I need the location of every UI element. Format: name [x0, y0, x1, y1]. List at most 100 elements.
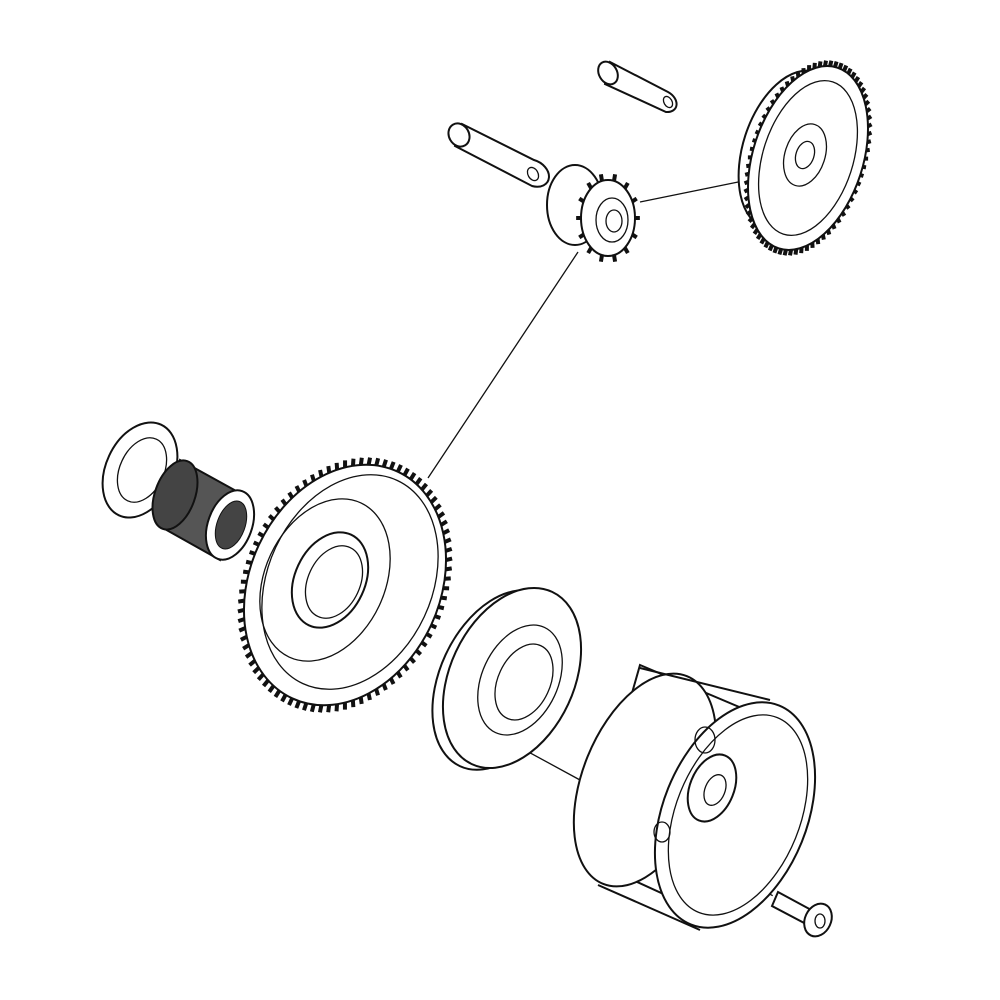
gear-tooth — [578, 232, 585, 240]
gear-tooth — [757, 121, 763, 127]
gear-tooth — [823, 60, 828, 67]
gear-tooth — [302, 702, 309, 711]
gear-tooth — [420, 640, 428, 648]
gear-tooth — [239, 634, 248, 642]
gear-tooth — [612, 254, 618, 263]
gear-tooth — [598, 254, 604, 263]
gear-tooth — [318, 469, 324, 477]
gear-tooth — [389, 677, 396, 685]
gear-tooth — [245, 559, 253, 566]
gear-tooth — [631, 196, 638, 204]
gear-tooth — [867, 122, 873, 129]
gear-tooth — [826, 229, 832, 236]
gear-tooth — [759, 237, 766, 245]
gear-tooth — [366, 693, 372, 701]
gear-tooth — [408, 471, 417, 481]
gear-tooth — [849, 196, 855, 203]
gear-tooth — [302, 479, 309, 487]
reduction-gear-icon — [737, 60, 873, 256]
gear-tooth — [409, 656, 416, 664]
gear-tooth — [237, 608, 245, 614]
gear-tooth — [795, 71, 801, 78]
gear-tooth — [774, 92, 780, 98]
gear-tooth — [836, 218, 842, 224]
gear-tooth — [261, 679, 270, 688]
gear-tooth — [366, 457, 373, 466]
gear-tooth — [788, 249, 793, 256]
gear-tooth — [273, 689, 282, 699]
gear-tooth — [631, 232, 638, 240]
gear-tooth — [578, 196, 585, 204]
gear-tooth — [437, 511, 446, 519]
gear-tooth — [864, 99, 871, 106]
flywheel-rotor-icon — [572, 663, 817, 931]
gear-tooth — [586, 181, 593, 190]
gear-tooth — [294, 700, 301, 709]
gear-tooth — [433, 503, 442, 511]
gear-tooth — [749, 146, 754, 152]
gear-tooth — [389, 461, 396, 470]
gear-tooth — [598, 173, 604, 182]
gear-tooth — [820, 234, 826, 241]
gear-tooth — [772, 246, 779, 254]
gear-tooth — [317, 704, 324, 713]
gear-tooth — [326, 465, 332, 474]
gear-tooth — [374, 688, 380, 696]
gear-tooth — [445, 566, 453, 572]
gear-tooth — [310, 474, 316, 482]
gear-tooth — [769, 99, 776, 105]
gear-tooth — [623, 246, 630, 255]
gear-tooth — [267, 514, 275, 521]
gear-tooth — [396, 464, 403, 473]
gear-tooth — [793, 248, 799, 255]
gear-tooth — [846, 67, 853, 75]
gear-tooth — [747, 216, 754, 224]
gear-tooth — [743, 180, 749, 186]
gear-tooth — [612, 173, 618, 182]
gear-tooth — [754, 129, 760, 135]
gear-tooth — [287, 697, 294, 706]
gear-tooth — [853, 189, 859, 195]
gear-tooth — [256, 672, 265, 682]
gear-tooth — [867, 130, 873, 136]
gear-tooth — [765, 106, 771, 112]
gear-tooth — [414, 477, 423, 486]
gear-tooth — [853, 75, 861, 83]
gear-tooth — [445, 556, 453, 562]
gear-tooth — [777, 248, 783, 256]
gear-tooth — [287, 491, 294, 499]
gear-tooth — [859, 86, 867, 94]
idler-gear-icon — [546, 164, 640, 263]
gear-tooth — [837, 62, 844, 70]
one-way-clutch-icon — [431, 587, 583, 771]
gear-tooth — [244, 651, 253, 659]
gear-tooth — [326, 704, 332, 713]
gear-tooth — [429, 495, 438, 504]
gear-tooth — [242, 643, 250, 651]
gear-tooth — [237, 617, 245, 624]
gear-tooth — [755, 233, 763, 241]
gear-tooth — [752, 228, 759, 235]
gear-tooth — [833, 60, 839, 68]
gear-tooth — [445, 546, 453, 553]
gear-tooth — [425, 488, 434, 498]
gear-tooth — [865, 106, 872, 113]
gear-tooth — [784, 80, 790, 87]
gear-tooth — [828, 60, 834, 67]
starter-driven-gear-icon — [237, 457, 453, 713]
gear-tooth — [434, 614, 442, 620]
gear-tooth — [437, 604, 445, 611]
gear-tooth — [402, 467, 410, 477]
gear-tooth — [862, 92, 869, 100]
gear-tooth — [294, 485, 301, 493]
gear-tooth — [280, 693, 288, 703]
gear-tooth — [840, 211, 847, 217]
gear-tooth — [856, 181, 862, 187]
gear-tooth — [779, 86, 785, 92]
gear-tooth — [252, 540, 260, 547]
gear-tooth — [866, 114, 873, 121]
gear-tooth — [850, 71, 857, 79]
gear-tooth — [623, 181, 630, 190]
gear-tooth — [743, 195, 750, 202]
gear-tooth — [274, 506, 281, 514]
